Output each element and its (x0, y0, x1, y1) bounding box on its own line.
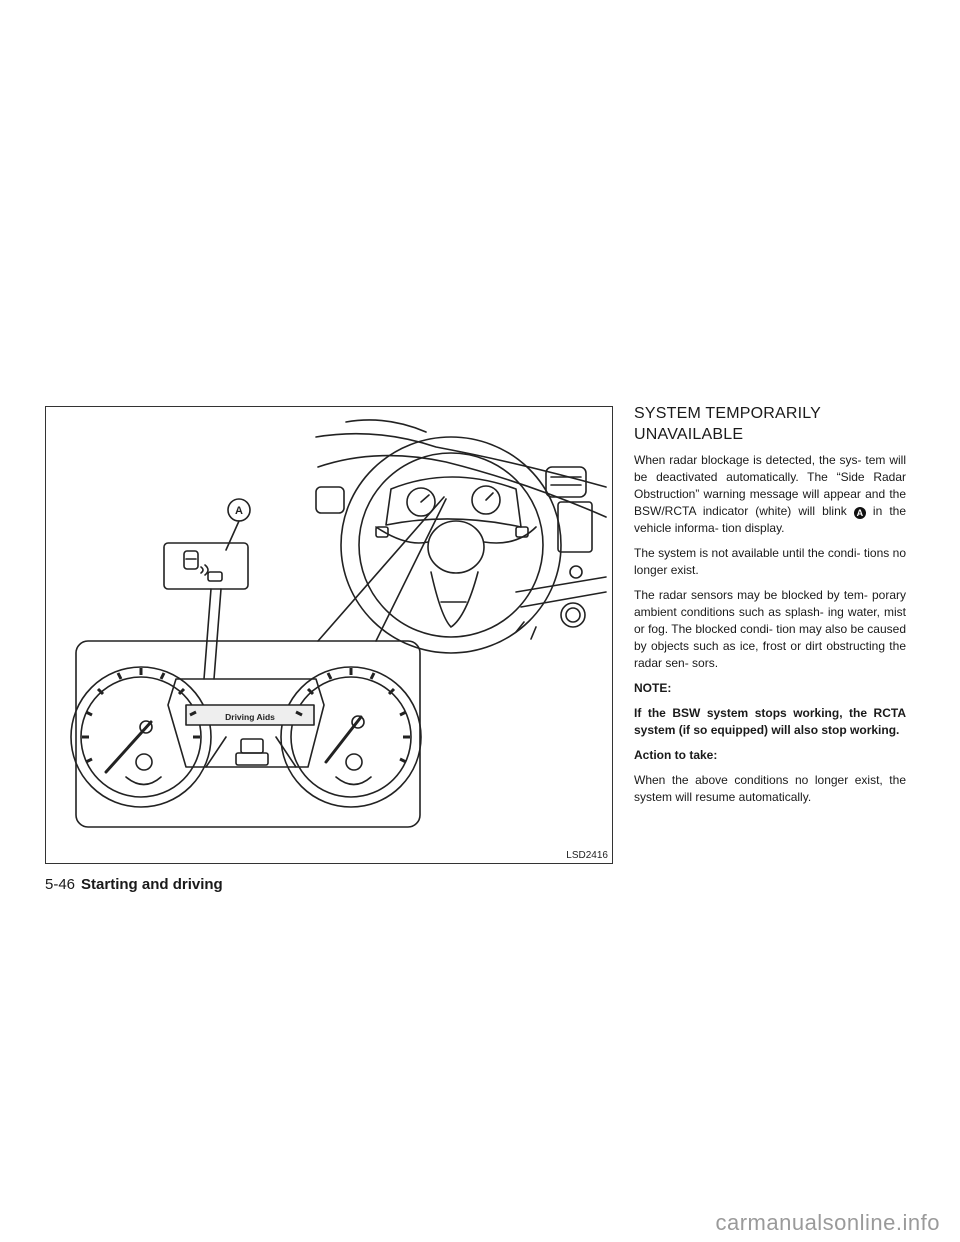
callout-label: A (235, 505, 243, 517)
callout-marker: A (853, 507, 866, 519)
note-text: If the BSW system stops working, the RCT… (634, 706, 906, 737)
text-column: SYSTEM TEMPORARILY UNAVAILABLE When rada… (634, 403, 906, 814)
left-gauge-ticks (82, 668, 200, 764)
bsw-indicator-icon (183, 550, 223, 582)
heading-line-1: SYSTEM TEMPORARILY (634, 405, 822, 422)
action-text: When the above conditions no longer exis… (634, 773, 906, 804)
action-label: Action to take: (634, 748, 718, 762)
indicator-zoom-box (163, 542, 249, 590)
cluster-zoom-box (75, 640, 421, 828)
left-gauge (70, 666, 212, 808)
display-header-bar (185, 704, 315, 726)
right-gauge (280, 666, 422, 808)
dash-upper-line (315, 432, 607, 488)
heading-line-2: UNAVAILABLE (634, 426, 744, 443)
paragraph-blockage: When radar blockage is detected, the sys… (634, 452, 906, 537)
speedometer-small (406, 487, 436, 517)
page-number: 5-46 (45, 876, 76, 893)
center-info-display (167, 678, 325, 768)
center-display (557, 501, 593, 553)
paragraph-blockage-start: When radar blockage is detected, the sys… (634, 453, 906, 518)
paragraph-availability: The system is not available until the co… (634, 546, 906, 577)
section-heading: SYSTEM TEMPORARILY UNAVAILABLE (634, 403, 906, 445)
paragraph-ambient: The radar sensors may be blocked by tem-… (634, 588, 906, 670)
right-vent (545, 466, 587, 498)
steering-wheel-outer (340, 436, 562, 654)
left-vent (315, 486, 345, 514)
paragraph-blockage-end: in the vehicle informa- tion display. (634, 504, 907, 535)
steering-wheel-inner (358, 452, 544, 638)
dash-mid-line (317, 454, 607, 518)
tachometer-small (471, 485, 501, 515)
page-footer: 5-46 Starting and driving (45, 876, 223, 893)
right-gauge-ticks (295, 668, 410, 764)
watermark: carmanualsonline.info (715, 1210, 940, 1235)
figure-code: LSD2416 (566, 850, 608, 861)
steering-hub (427, 520, 485, 574)
footer-section-title: Starting and driving (81, 876, 223, 893)
dashboard-illustration: A Driving Aids (70, 419, 607, 828)
ignition-button (560, 602, 586, 628)
illustration-figure: A Driving Aids LSD2416 (45, 406, 613, 864)
note-label: NOTE: (634, 681, 672, 695)
display-label: Driving Aids (225, 712, 275, 722)
